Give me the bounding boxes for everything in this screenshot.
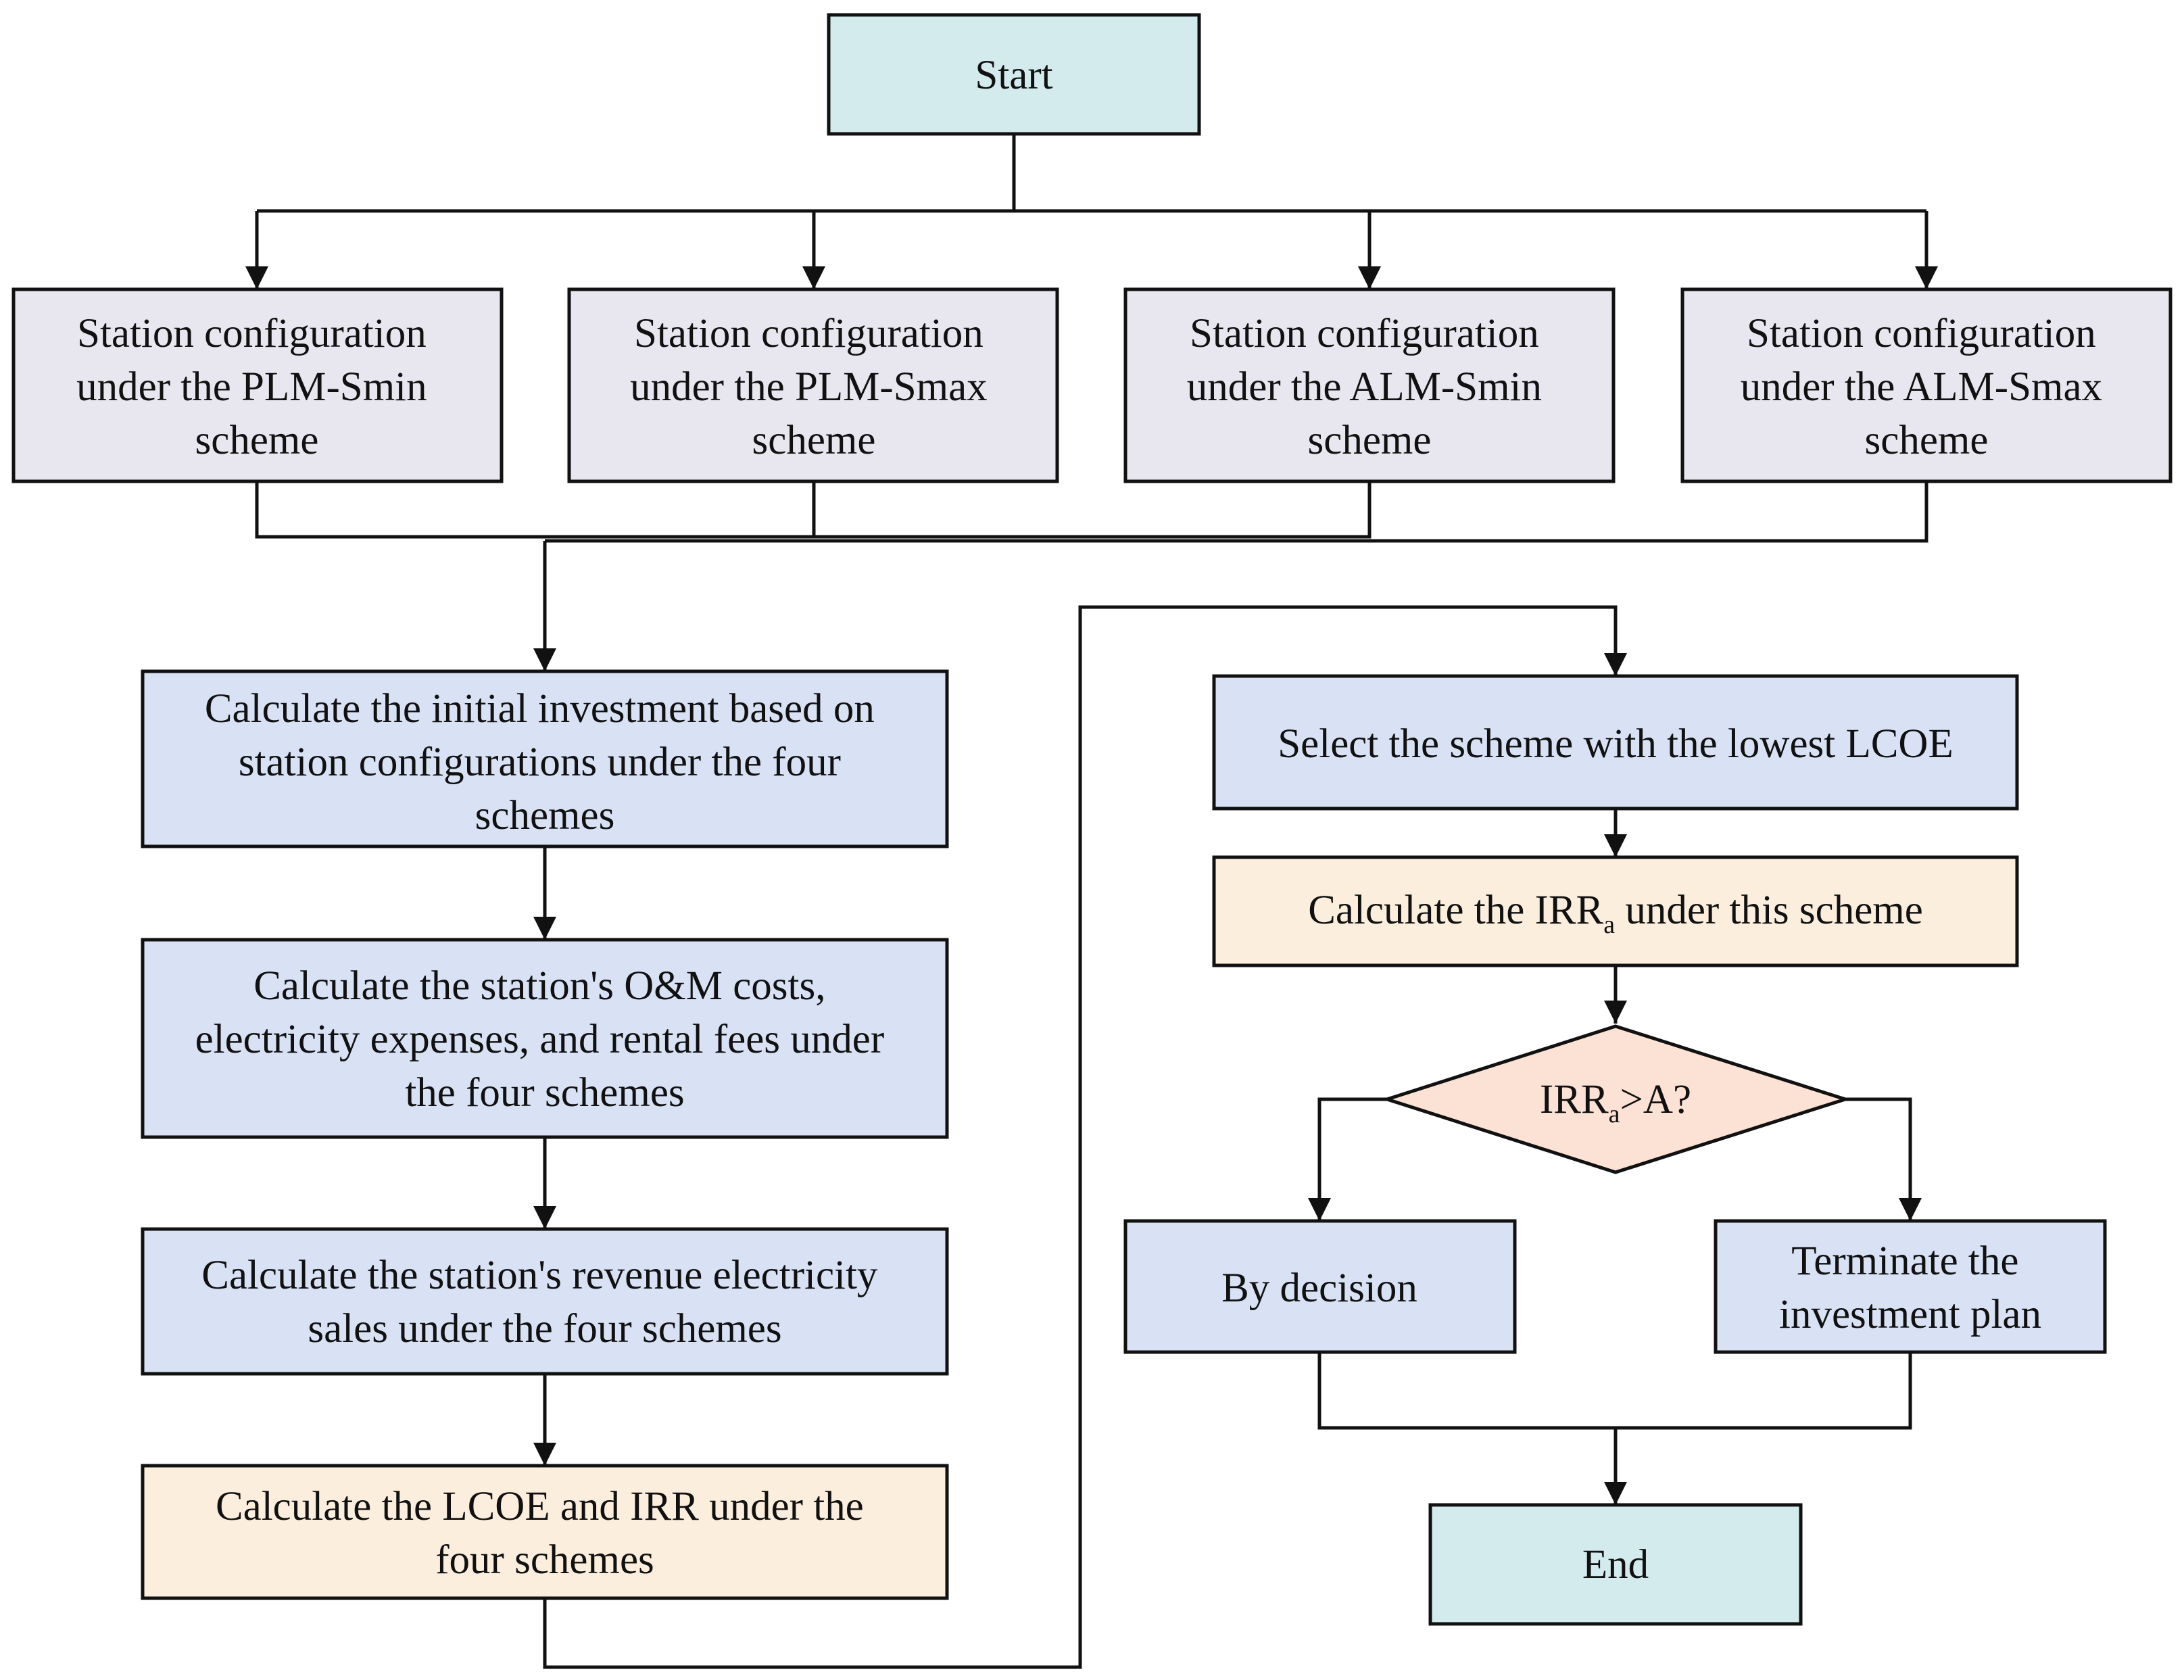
node-end-box: [1428, 1503, 1803, 1626]
node-start: Start: [827, 13, 1201, 136]
node-om-costs: Calculate the station's O&M costs, elect…: [141, 938, 949, 1139]
connector-outcomes-merge: [1317, 1352, 1912, 1430]
node-config-alm-smin-box: [1123, 287, 1616, 483]
node-end: End: [1428, 1503, 1803, 1626]
node-terminate-box: [1714, 1219, 2107, 1354]
node-start-box: [827, 13, 1201, 136]
node-decision: IRRa>A?: [1381, 1024, 1851, 1174]
node-select-scheme: Select the scheme with the lowest LCOE: [1212, 674, 2019, 811]
node-end-label: End: [1582, 1542, 1649, 1587]
node-config-alm-smax: Station configuration under the ALM-Smax…: [1680, 287, 2173, 483]
node-lcoe-irr: Calculate the LCOE and IRR under the fou…: [141, 1464, 949, 1600]
node-calc-irra: Calculate the IRRa under this scheme: [1212, 855, 2019, 967]
node-config-alm-smax-box: [1680, 287, 2173, 483]
node-config-plm-smax-box: [567, 287, 1059, 483]
node-decision-label: IRRa>A?: [1540, 1077, 1691, 1128]
arrow-decision-to-by-decision: [1308, 1097, 1387, 1221]
node-calc-irra-label: Calculate the IRRa under this scheme: [1308, 888, 1923, 939]
node-start-label: Start: [975, 53, 1052, 98]
connectors: [245, 134, 1938, 1669]
node-by-decision-label: By decision: [1221, 1266, 1417, 1311]
node-initial-investment-box: [141, 669, 949, 848]
node-config-plm-smin: Station configuration under the PLM-Smin…: [11, 287, 504, 483]
node-terminate: Terminate the investment plan: [1714, 1219, 2107, 1354]
node-config-plm-smin-box: [11, 287, 504, 483]
node-revenue: Calculate the station's revenue electric…: [141, 1227, 949, 1376]
node-config-plm-smax: Station configuration under the PLM-Smax…: [567, 287, 1059, 483]
connector-lcoe-to-select: [543, 605, 1627, 1669]
node-config-alm-smax-label: Station configuration under the ALM-Smax…: [1741, 311, 2113, 463]
node-by-decision: By decision: [1123, 1219, 1517, 1354]
arrow-decision-to-terminate: [1845, 1097, 1922, 1221]
node-om-costs-label: Calculate the station's O&M costs, elect…: [195, 963, 895, 1115]
node-lcoe-irr-box: [141, 1464, 949, 1600]
connector-config-merge-c: [545, 481, 1928, 543]
node-by-decision-box: [1123, 1219, 1517, 1354]
node-revenue-box: [141, 1227, 949, 1376]
node-config-alm-smin-label: Station configuration under the ALM-Smin…: [1187, 311, 1552, 463]
node-config-alm-smin: Station configuration under the ALM-Smin…: [1123, 287, 1616, 483]
node-terminate-label: Terminate the investment plan: [1779, 1239, 2041, 1337]
node-select-scheme-label: Select the scheme with the lowest LCOE: [1278, 721, 1953, 767]
node-config-plm-smin-label: Station configuration under the PLM-Smin…: [76, 311, 437, 463]
node-decision-diamond: [1381, 1024, 1851, 1174]
node-select-scheme-box: [1212, 674, 2019, 811]
node-initial-investment-label: Calculate the initial investment based o…: [205, 686, 885, 838]
node-config-plm-smax-label: Station configuration under the PLM-Smax…: [630, 311, 998, 463]
node-calc-irra-box: [1212, 855, 2019, 967]
node-initial-investment: Calculate the initial investment based o…: [141, 669, 949, 848]
node-om-costs-box: [141, 938, 949, 1139]
node-lcoe-irr-label: Calculate the LCOE and IRR under the fou…: [216, 1484, 874, 1583]
node-revenue-label: Calculate the station's revenue electric…: [201, 1253, 888, 1351]
